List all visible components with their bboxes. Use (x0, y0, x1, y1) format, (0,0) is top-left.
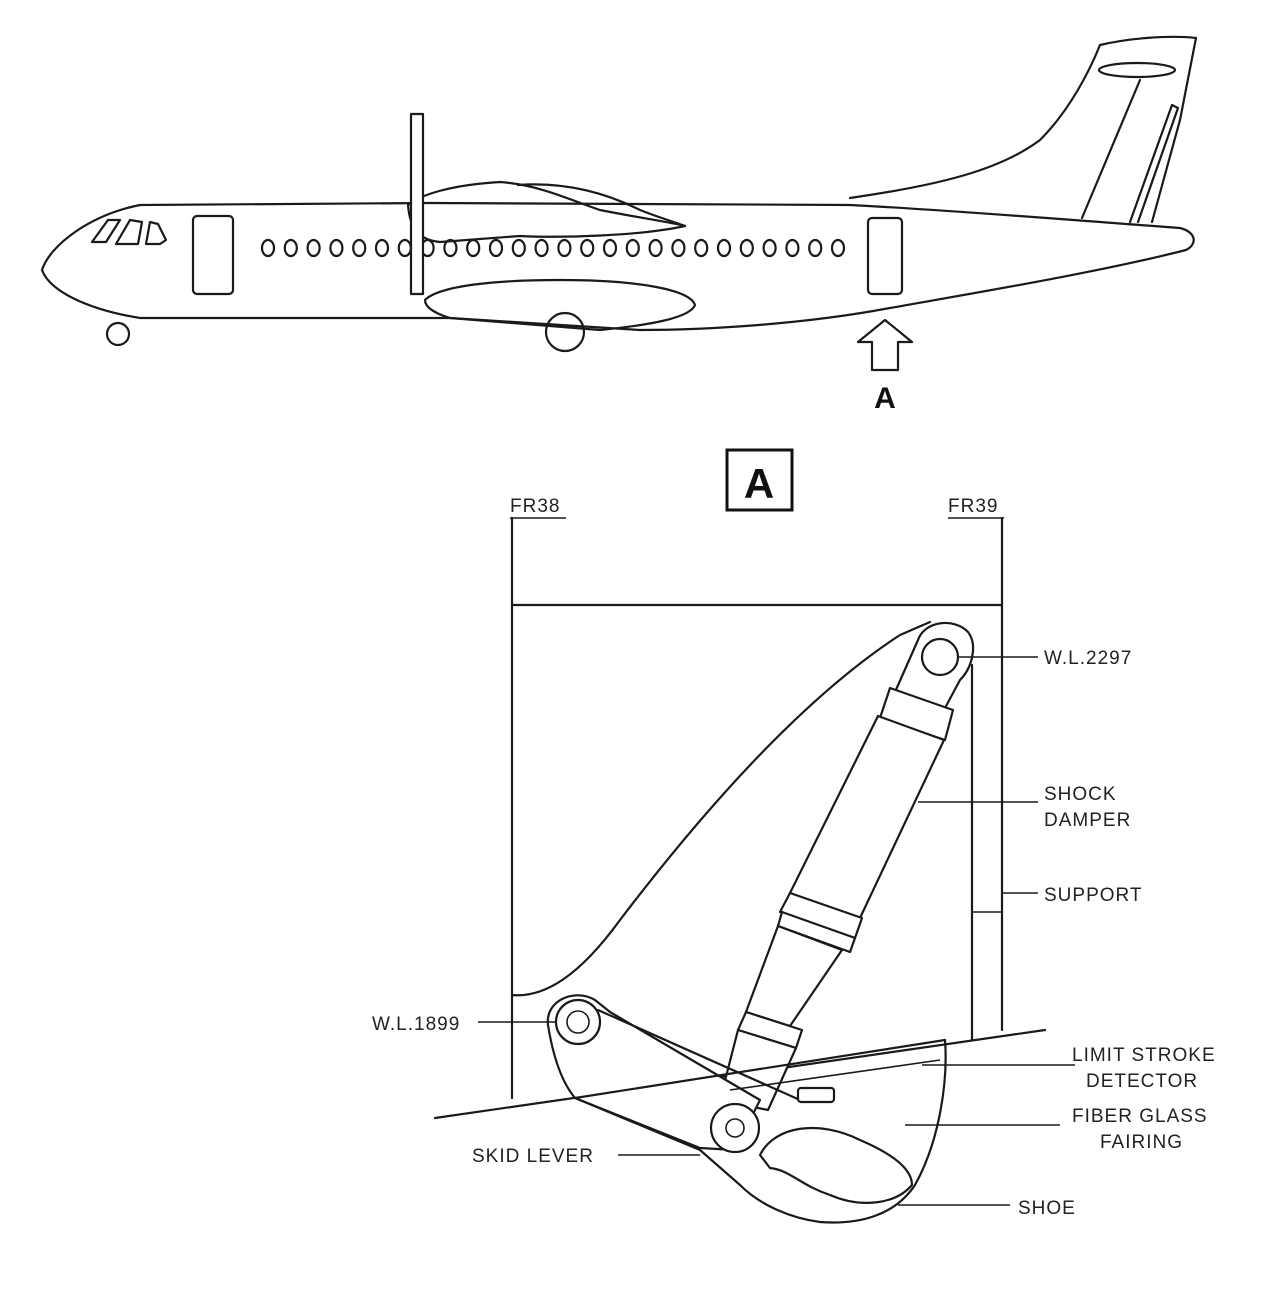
lower-pivot (554, 998, 602, 1046)
cockpit-window (144, 220, 168, 246)
propeller-blade (409, 112, 425, 296)
shock-damper-label-2: DAMPER (1044, 810, 1131, 831)
front-door (191, 214, 235, 296)
view-a-arrow (856, 318, 914, 372)
cabin-window (602, 238, 618, 258)
cabin-window (625, 238, 640, 258)
detail-view-a: A FR38 FR39 (372, 448, 1216, 1224)
cabin-window (671, 238, 686, 258)
frame-fr39-label: FR39 (948, 496, 998, 517)
nacelle-fairing (423, 278, 697, 332)
wing (516, 183, 687, 228)
rear-door (866, 216, 904, 296)
cockpit-window (90, 218, 122, 244)
fuselage-outline (40, 201, 1195, 332)
cabin-window (739, 238, 754, 258)
cabin-window (808, 238, 823, 258)
vertical-tail (848, 35, 1198, 224)
cabin-window (557, 238, 572, 258)
fiber-glass-fairing (573, 1038, 947, 1224)
shock-damper-label-1: SHOCK (1044, 784, 1117, 805)
limit-stroke-label-1: LIMIT STROKE (1072, 1045, 1216, 1066)
limit-stroke-label-2: DETECTOR (1086, 1071, 1198, 1092)
support-bracket (510, 620, 932, 997)
skid-pivot (709, 1102, 761, 1154)
aircraft-side-view: A (40, 35, 1198, 415)
detail-title: A (744, 460, 774, 507)
cabin-window (580, 238, 595, 258)
cabin-window (534, 238, 549, 258)
cabin-windows (260, 238, 846, 258)
shoe-label: SHOE (1018, 1198, 1076, 1219)
fiber-glass-label-1: FIBER GLASS (1072, 1106, 1208, 1127)
shock-damper (718, 621, 975, 1112)
detail-title-box (725, 448, 794, 512)
cabin-window (511, 238, 526, 258)
cabin-window (260, 238, 276, 258)
cabin-window (283, 238, 298, 258)
cabin-window (762, 238, 777, 258)
tail-rudder (1080, 78, 1180, 224)
shoe (758, 1126, 914, 1204)
cabin-window (443, 238, 458, 258)
engine-nacelle (406, 180, 687, 244)
cabin-window (374, 238, 390, 258)
cabin-window (397, 238, 412, 258)
frame-fr38-label: FR38 (510, 496, 560, 517)
cabin-window (466, 238, 481, 258)
cabin-window (716, 238, 732, 258)
main-wheel (544, 311, 586, 353)
cabin-window (306, 238, 321, 258)
cabin-window (329, 238, 344, 258)
nose-wheel (105, 321, 131, 347)
cabin-window (785, 238, 800, 258)
wl-2297-label: W.L.2297 (1044, 648, 1132, 669)
cabin-window (352, 238, 367, 258)
cabin-window (830, 238, 846, 258)
fiber-glass-label-2: FAIRING (1100, 1132, 1183, 1153)
cabin-window (694, 238, 709, 258)
tail-fairing (1097, 61, 1177, 79)
limit-stroke-detector (796, 1086, 836, 1104)
wl-1899-label: W.L.1899 (372, 1014, 460, 1035)
cabin-window (488, 238, 504, 258)
cockpit-window (114, 218, 144, 246)
skid-lever-label: SKID LEVER (472, 1146, 594, 1167)
upper-pivot (920, 637, 960, 677)
cabin-window (648, 238, 663, 258)
view-a-arrow-label: A (874, 382, 896, 415)
support-label: SUPPORT (1044, 885, 1143, 906)
